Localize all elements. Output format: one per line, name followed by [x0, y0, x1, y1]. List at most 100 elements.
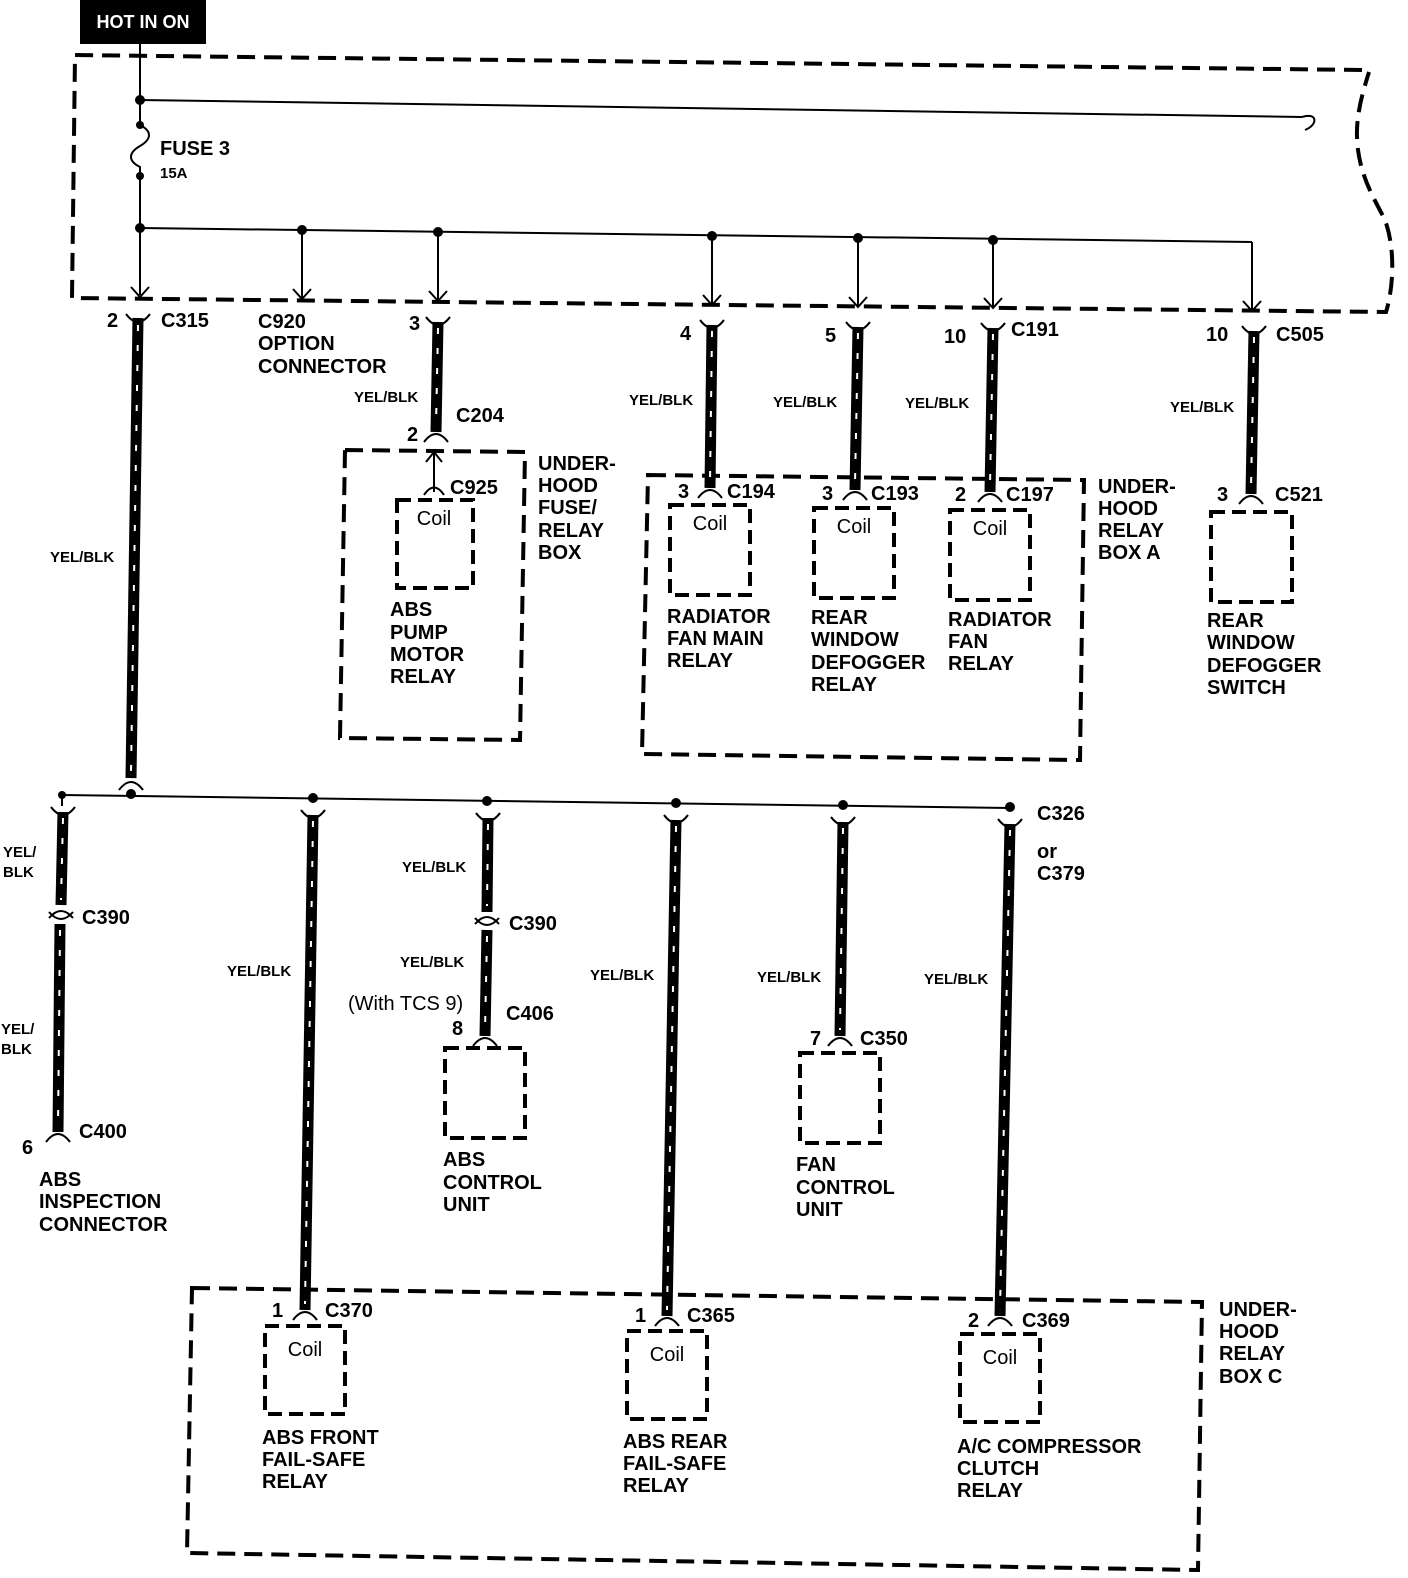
connector-c191: C191 — [1011, 319, 1059, 341]
rad-main-name-3: RELAY — [667, 650, 734, 672]
hot-in-on-badge — [80, 0, 206, 44]
tcs-note: (With TCS 9) — [348, 993, 463, 1015]
rear-defog-switch-name-1: REAR — [1207, 610, 1264, 632]
fan-control-name-1: FAN — [796, 1154, 836, 1176]
fan-control-name-3: UNIT — [796, 1199, 843, 1221]
pin-rear-defog-switch: 3 — [1217, 484, 1228, 506]
wire-color: YEL/BLK — [924, 971, 988, 988]
pin-c204: 2 — [407, 424, 418, 446]
ac-clutch-name-1: A/C COMPRESSOR — [957, 1436, 1142, 1458]
fuse-icon — [130, 124, 150, 176]
rad-fan-name-3: RELAY — [948, 653, 1015, 675]
fan-control-name-2: CONTROL — [796, 1177, 895, 1199]
abs-inspection-name-1: ABS — [39, 1169, 81, 1191]
coil-label: Coil — [983, 1347, 1017, 1369]
connector-c369: C369 — [1022, 1310, 1070, 1332]
pin-c406: 8 — [452, 1018, 463, 1040]
wire-color: YEL/BLK — [1170, 399, 1234, 416]
drop-arrows — [130, 286, 1262, 313]
harness-abs-inspection-lower — [52, 923, 66, 1133]
continue-bus-wire — [139, 99, 1303, 118]
rad-main-name-1: RADIATOR — [667, 606, 771, 628]
coil-label: Coil — [973, 518, 1007, 540]
coil-label: Coil — [693, 513, 727, 535]
c920-label-3: CONNECTOR — [258, 356, 387, 378]
rad-fan-coil-box — [948, 508, 1032, 602]
connector-c315: C315 — [161, 310, 209, 332]
abs-pump-name-1: ABS — [390, 599, 432, 621]
fuse-box-outline — [69, 52, 1395, 315]
relay-box-c-name-2: HOOD — [1219, 1321, 1279, 1343]
abs-rear-name-1: ABS REAR — [623, 1431, 728, 1453]
relay-box-c-name-3: RELAY — [1219, 1343, 1286, 1365]
relay-box-a-outline — [639, 472, 1087, 763]
fuse-relay-box-outline — [337, 447, 528, 743]
junction-dot — [126, 789, 136, 799]
abs-rear-name-3: RELAY — [623, 1475, 690, 1497]
pin-c365: 1 — [635, 1305, 646, 1327]
wire-color-stack-1: YEL/ — [1, 1021, 35, 1038]
abs-pump-name-4: RELAY — [390, 666, 457, 688]
splice-c379: C379 — [1037, 863, 1085, 885]
fuse-rating: 15A — [160, 165, 188, 182]
connector-c400: C400 — [79, 1121, 127, 1143]
pin-c369: 2 — [968, 1310, 979, 1332]
pin-rear-defog-switch-top: 10 — [1206, 324, 1228, 346]
harness-rear-defog-switch — [1245, 330, 1260, 495]
rear-defog-switch-name-3: DEFOGGER — [1207, 655, 1322, 677]
abs-inspection-name-2: INSPECTION — [39, 1191, 161, 1213]
pin-rear-defog-relay-top: 5 — [825, 325, 836, 347]
pin-c350: 7 — [810, 1028, 821, 1050]
pin-rad-main: 3 — [678, 481, 689, 503]
rad-fan-name-1: RADIATOR — [948, 609, 1052, 631]
abs-front-name-3: RELAY — [262, 1471, 329, 1493]
wire-color-stack-1: YEL/ — [3, 844, 37, 861]
connector-c365: C365 — [687, 1305, 735, 1327]
connector-c204: C204 — [456, 405, 505, 427]
fuse-relay-box-name-2: HOOD — [538, 475, 598, 497]
wire-color: YEL/BLK — [400, 954, 464, 971]
fan-control-box — [798, 1051, 882, 1145]
pin-c400: 6 — [22, 1137, 33, 1159]
wire-color: YEL/BLK — [227, 963, 291, 980]
fuse-name: FUSE 3 — [160, 138, 230, 160]
connector-c350: C350 — [860, 1028, 908, 1050]
abs-rear-name-2: FAIL-SAFE — [623, 1453, 726, 1475]
fuse-relay-box-name-5: BOX — [538, 542, 582, 564]
splice-c326: C326 — [1037, 803, 1085, 825]
wire-color: YEL/BLK — [629, 392, 693, 409]
pin-rad-fan: 2 — [955, 484, 966, 506]
abs-front-name-1: ABS FRONT — [262, 1427, 379, 1449]
continue-mark-icon — [1301, 114, 1316, 131]
connector-c505: C505 — [1276, 324, 1324, 346]
connector-socket-icon — [125, 313, 151, 323]
connector-socket-icon — [118, 781, 144, 791]
connector-c925: C925 — [450, 477, 498, 499]
fuse-relay-box-name-4: RELAY — [538, 520, 605, 542]
rear-defog-relay-name-4: RELAY — [811, 674, 878, 696]
wire-color: YEL/BLK — [757, 969, 821, 986]
connector-c390-mid: C390 — [509, 913, 557, 935]
wire-color: YEL/BLK — [590, 967, 654, 984]
wire-color: YEL/BLK — [905, 395, 969, 412]
relay-box-a-name-4: BOX A — [1098, 542, 1161, 564]
harness-rad-main — [704, 324, 718, 489]
abs-pump-name-3: MOTOR — [390, 644, 465, 666]
wire-color: YEL/BLK — [354, 389, 418, 406]
connector-c370: C370 — [325, 1300, 373, 1322]
junction-dot — [135, 95, 145, 105]
abs-control-name-3: UNIT — [443, 1194, 490, 1216]
distribution-bus-wire — [139, 227, 1253, 243]
harness-rad-fan — [984, 327, 999, 493]
relay-box-a-name-1: UNDER- — [1098, 476, 1176, 498]
rear-defog-relay-name-1: REAR — [811, 607, 868, 629]
rad-main-coil-box — [668, 503, 752, 597]
rear-defog-relay-name-3: DEFOGGER — [811, 652, 926, 674]
rear-defog-relay-coil-box — [812, 506, 896, 600]
fuse-terminal — [136, 121, 144, 129]
relay-box-a-name-2: HOOD — [1098, 498, 1158, 520]
fuse-relay-box-name-1: UNDER- — [538, 453, 616, 475]
relay-box-c-name-1: UNDER- — [1219, 1299, 1297, 1321]
wire-color: YEL/BLK — [773, 394, 837, 411]
